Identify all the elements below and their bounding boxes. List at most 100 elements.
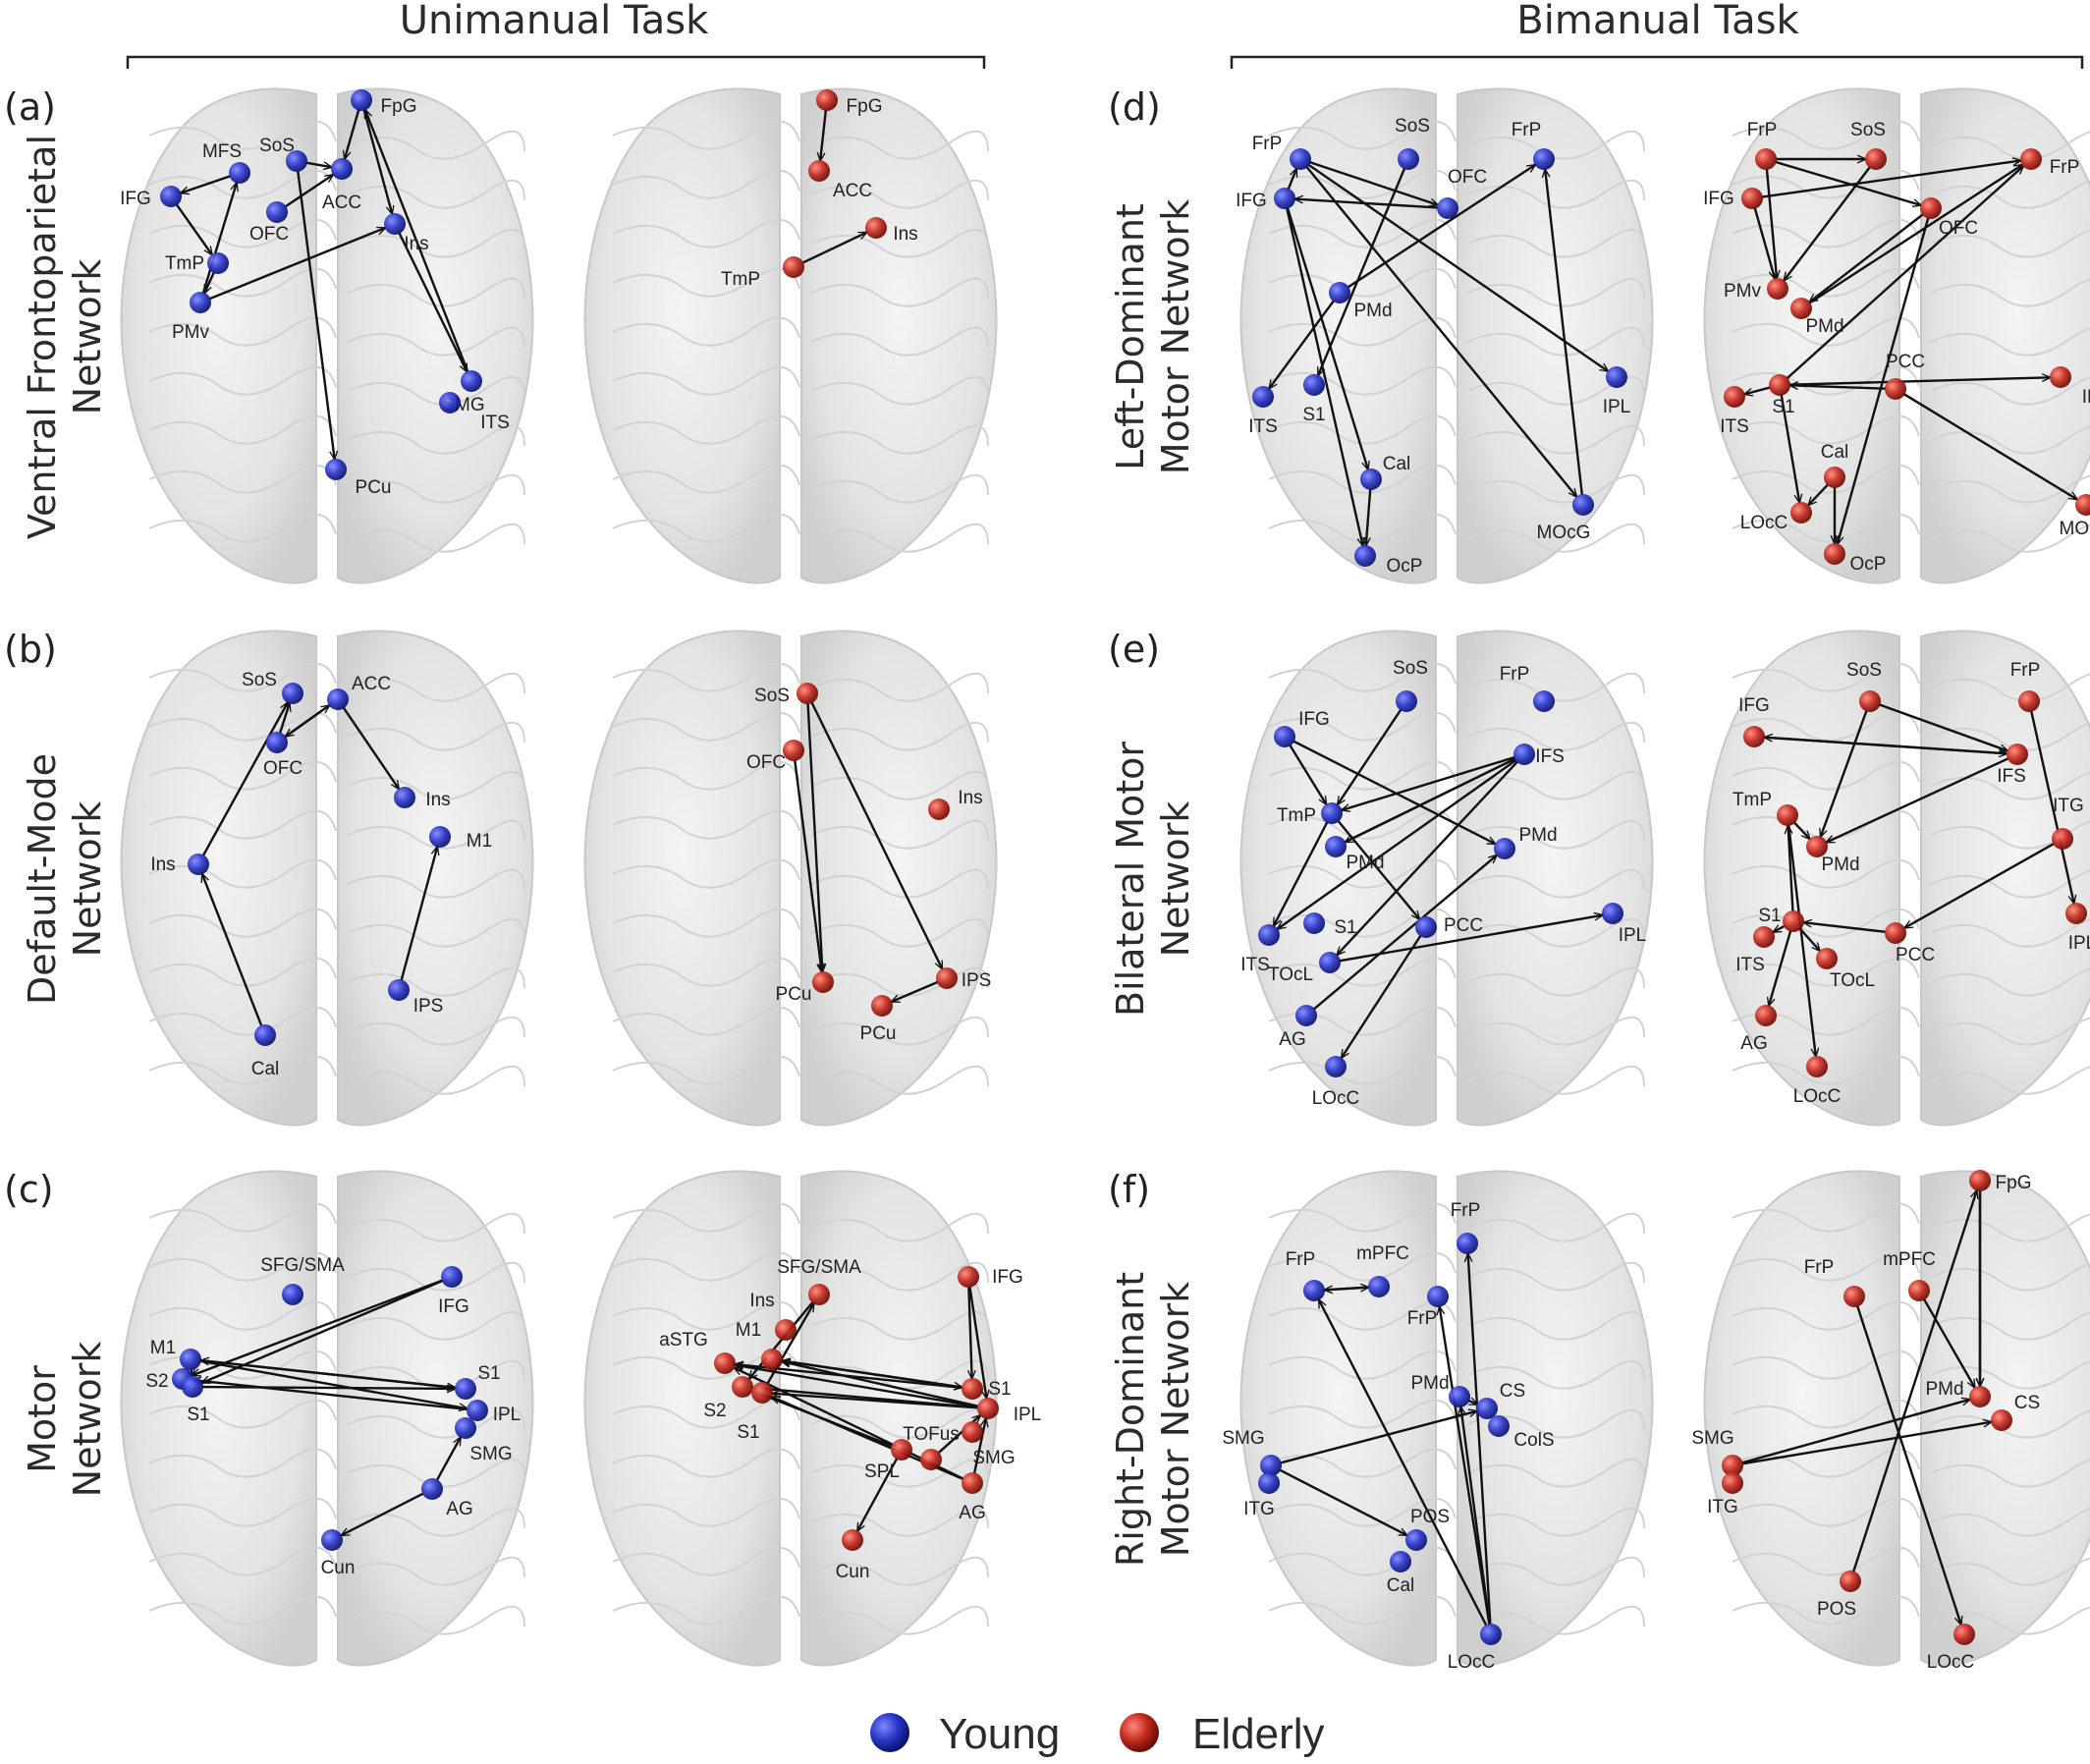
- node-label: POS: [1817, 1599, 1856, 1620]
- node-label: IFG: [1703, 189, 1734, 209]
- node-label: SoS: [1393, 658, 1428, 679]
- gyrus-line: [1268, 1399, 1457, 1429]
- connection-arrow: [968, 1286, 971, 1379]
- connection-arrow: [192, 1380, 468, 1411]
- node-label: S2: [145, 1371, 168, 1392]
- connection-arrow: [363, 109, 469, 373]
- gyrus-line: [810, 326, 989, 357]
- gyrus-line: [612, 760, 800, 791]
- node-pcu: [325, 459, 347, 480]
- gyrus-line: [347, 473, 525, 504]
- panel-letter: (f): [1108, 1168, 1150, 1211]
- gyrus-line: [1268, 316, 1457, 347]
- gyrus-line: [810, 1359, 989, 1390]
- panel-title: Right-DominantMotor Network: [1109, 1272, 1197, 1567]
- connection-arrow: [180, 175, 231, 193]
- gyrus-line: [148, 1546, 337, 1576]
- connection-arrow: [1851, 1190, 1977, 1572]
- gyrus-line: [1930, 278, 2090, 307]
- connection-arrow: [1787, 824, 1816, 1057]
- node-ag: [421, 1478, 443, 1500]
- gyrus-line: [148, 858, 337, 889]
- connection-arrow: [1786, 166, 2023, 380]
- connection-arrow: [1761, 160, 2021, 198]
- node-sos: [1396, 690, 1417, 712]
- panel-title: MotorNetwork: [21, 1342, 109, 1498]
- gyrus-line: [1268, 1595, 1457, 1626]
- brain-gyri: [148, 1202, 525, 1635]
- node-label: IPS: [413, 996, 444, 1017]
- gyrus-line: [1466, 770, 1645, 800]
- node-label: OFC: [263, 758, 302, 779]
- panel-letter: (d): [1108, 85, 1161, 129]
- gyrus-line: [1732, 858, 1920, 889]
- connection-arrow: [284, 173, 333, 208]
- gyrus-line: [347, 672, 525, 702]
- node-astg: [714, 1352, 736, 1374]
- panels: (a)Ventral FrontoparietalNetworkFpGSoSMF…: [4, 85, 2090, 1673]
- gyrus-line: [1930, 524, 2090, 553]
- node-locc: [1806, 1056, 1828, 1077]
- connection-arrow: [820, 109, 828, 161]
- gyrus-line: [1466, 1458, 1645, 1488]
- gyrus-line: [347, 721, 525, 751]
- gyrus-line: [612, 957, 800, 987]
- node-s1: [1303, 912, 1325, 934]
- node-label: S2: [703, 1401, 726, 1421]
- panel-letter: (a): [4, 85, 56, 129]
- node-label: IPL: [1619, 925, 1647, 946]
- gyrus-line: [612, 1546, 800, 1576]
- node-label: OFC: [746, 752, 786, 773]
- gyrus-line: [810, 966, 989, 997]
- gyrus-line: [148, 1448, 337, 1478]
- gyrus-line: [1268, 365, 1457, 396]
- node-ips: [936, 967, 958, 989]
- gyrus-line: [148, 1055, 337, 1085]
- connection-arrow: [794, 759, 821, 972]
- connection-arrow: [203, 271, 215, 294]
- node-locc: [1325, 1056, 1347, 1077]
- connection-arrow: [1809, 213, 1924, 303]
- node-label: IFG: [1738, 695, 1770, 716]
- node-label: MOcG: [1537, 523, 1591, 543]
- node-label: ACC: [352, 674, 391, 694]
- gyrus-line: [1268, 858, 1457, 889]
- node-label: AG: [959, 1503, 985, 1523]
- connection-arrow: [1279, 1468, 1407, 1537]
- gyrus-line: [1268, 1350, 1457, 1380]
- node-s1: [1783, 910, 1804, 932]
- node-label: FrP: [2010, 660, 2041, 681]
- connection-arrow: [362, 109, 393, 215]
- node-tmp: [1777, 804, 1798, 826]
- gyrus-line: [1466, 966, 1645, 997]
- gyrus-line: [1466, 1359, 1645, 1390]
- node-ifg: [1743, 726, 1765, 747]
- connection-arrow: [1741, 1422, 1992, 1465]
- node-label: POS: [1410, 1507, 1450, 1527]
- node-label: M1: [467, 831, 492, 852]
- node-label: LOcC: [1740, 513, 1788, 533]
- node-ipl: [1606, 366, 1627, 388]
- gyrus-line: [1268, 1497, 1457, 1527]
- gyrus-line: [148, 662, 337, 692]
- node-pmd: [1329, 282, 1350, 303]
- gyrus-line: [1466, 672, 1645, 702]
- node-mocg: [2075, 494, 2090, 516]
- bracket-unimanual: [126, 55, 986, 69]
- gyrus-line: [612, 267, 800, 298]
- node-ofc: [1920, 197, 1942, 219]
- connection-arrow: [782, 1361, 979, 1407]
- node-label: ITG: [1707, 1497, 1738, 1517]
- connection-arrow: [1808, 163, 2022, 304]
- node-frp: [1533, 690, 1555, 712]
- gyrus-line: [1466, 473, 1645, 504]
- gyrus-line: [1466, 523, 1645, 553]
- gyrus-line: [1930, 327, 2090, 357]
- node-label: Cun: [321, 1558, 356, 1578]
- node-s1: [182, 1376, 203, 1398]
